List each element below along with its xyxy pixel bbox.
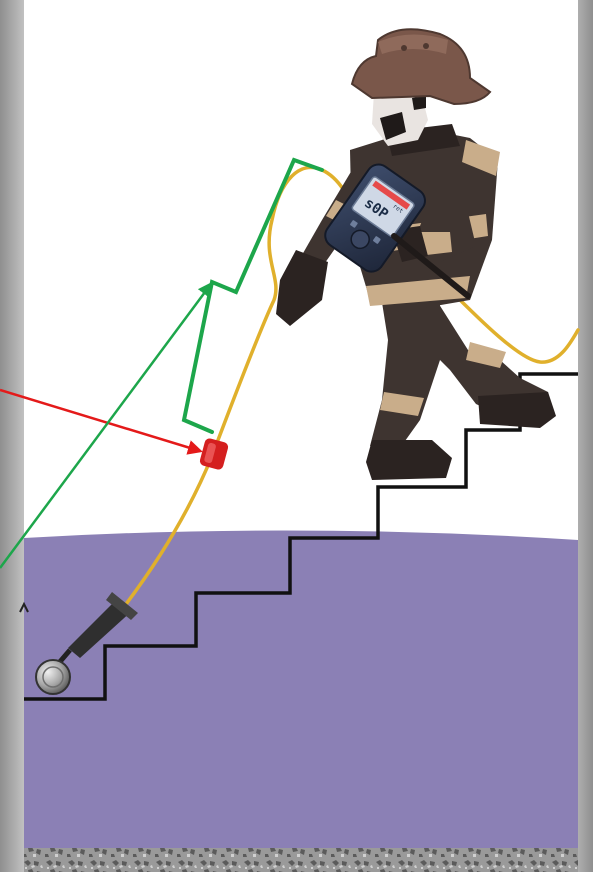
gravel-strip [24, 848, 578, 872]
water-region [24, 530, 578, 848]
